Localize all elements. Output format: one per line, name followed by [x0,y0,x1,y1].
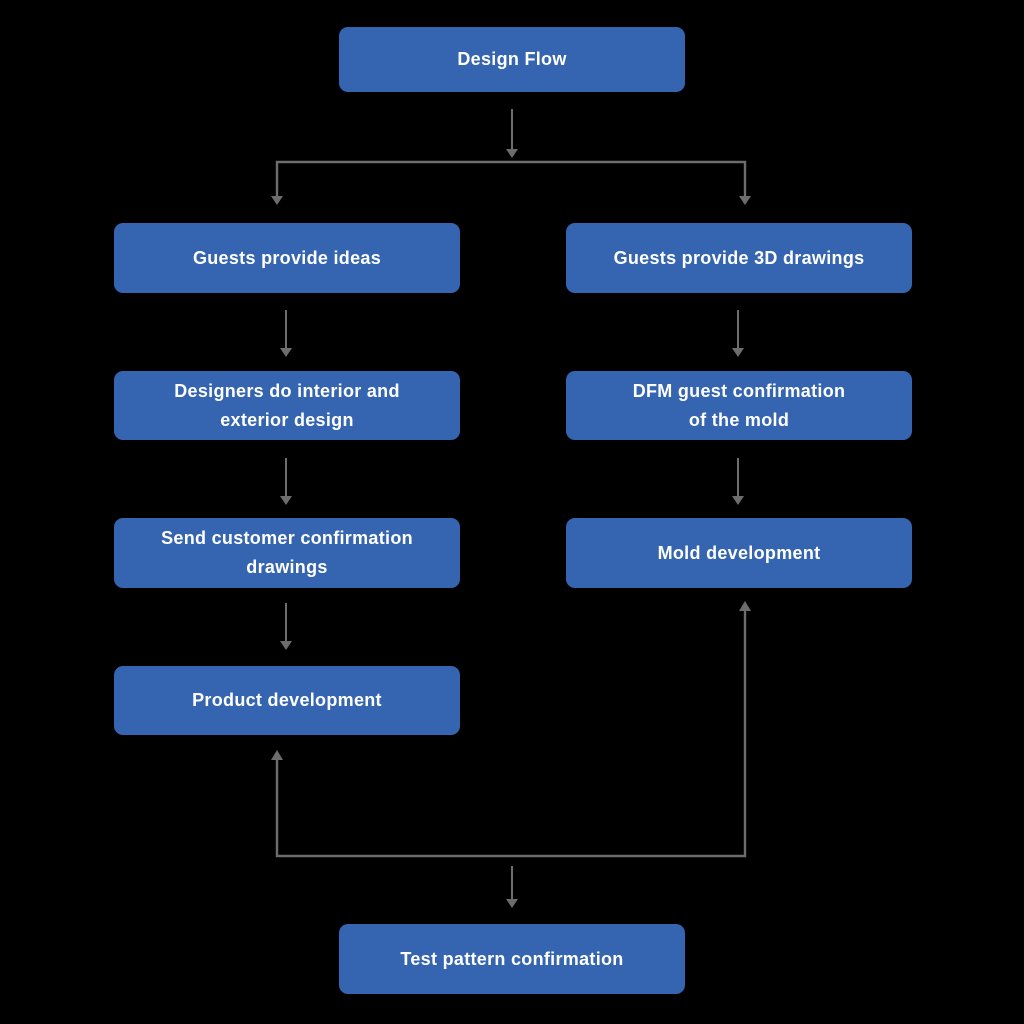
node-designers-interior-exterior-label: Designers do interior and exterior desig… [174,380,400,430]
node-product-development-label: Product development [192,690,382,711]
arrow-guests-ideas-to-designers [280,310,292,357]
node-send-customer-confirmation-drawings: Send customer confirmation drawings [114,518,460,588]
node-product-development: Product development [114,666,460,735]
arrow-designers-to-send-drawings [280,458,292,505]
node-test-pattern-confirmation: Test pattern confirmation [339,924,685,994]
node-mold-development: Mold development [566,518,912,588]
arrow-junction-to-test-pattern [506,866,518,908]
arrow-guests-3d-to-dfm [732,310,744,357]
node-guests-provide-ideas-label: Guests provide ideas [192,247,382,268]
node-dfm-guest-confirmation-label: DFM guest confirmation of the mold [632,380,846,430]
arrow-dfm-to-mold-dev [732,458,744,505]
node-guests-provide-3d-drawings: Guests provide 3D drawings [566,223,912,293]
node-guests-provide-3d-drawings-label: Guests provide 3D drawings [613,247,865,268]
node-mold-development-label: Mold development [657,542,821,563]
arrow-design-flow-down [506,109,518,158]
node-guests-provide-ideas: Guests provide ideas [114,223,460,293]
node-send-customer-confirmation-drawings-label: Send customer confirmation drawings [161,528,413,577]
node-dfm-guest-confirmation: DFM guest confirmation of the mold [566,371,912,440]
node-design-flow: Design Flow [339,27,685,92]
branch-line [271,160,751,205]
node-designers-interior-exterior: Designers do interior and exterior desig… [114,371,460,440]
node-test-pattern-confirmation-label: Test pattern confirmation [400,948,624,969]
arrow-send-drawings-to-product-dev [280,603,292,650]
node-design-flow-label: Design Flow [457,49,567,70]
